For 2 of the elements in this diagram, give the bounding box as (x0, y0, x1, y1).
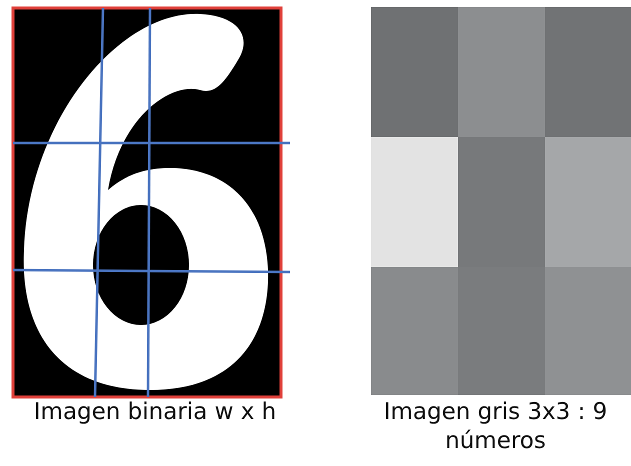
image-caption: Imagen binaria w x h (32, 398, 278, 427)
image-caption: Imagen gris 3x3 : 9 números (382, 398, 608, 456)
